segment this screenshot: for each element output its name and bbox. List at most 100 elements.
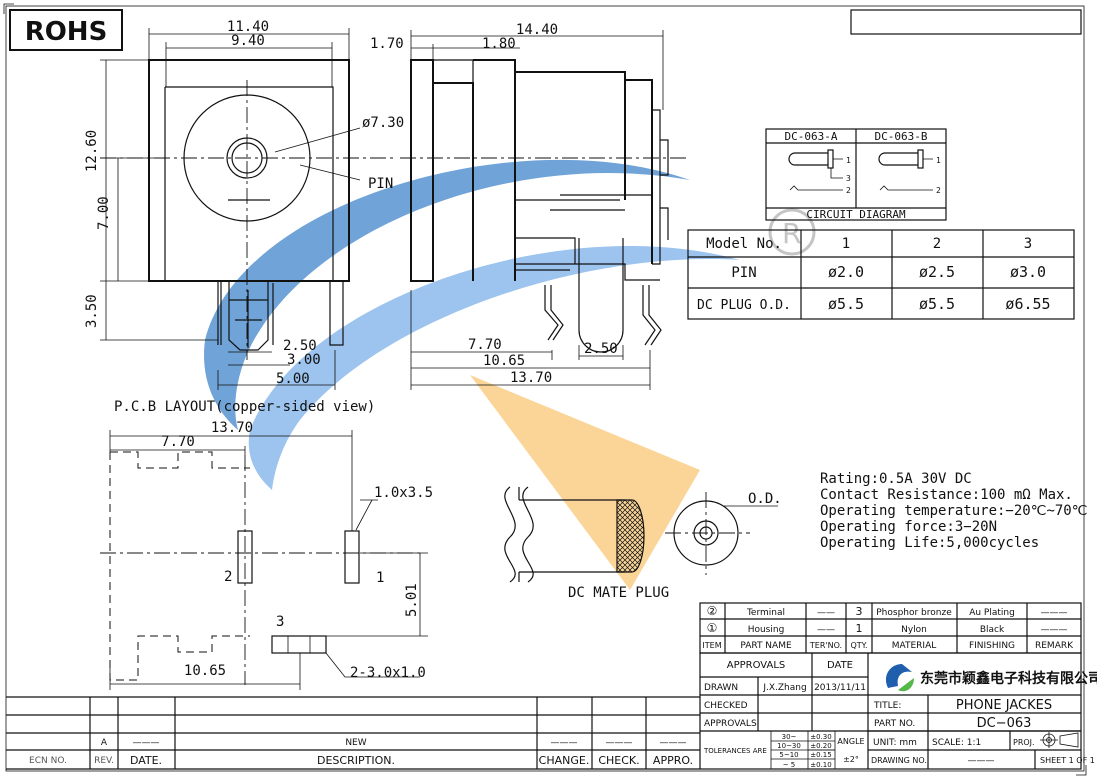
circuit-a-pin1: 1 (846, 156, 851, 165)
pcb-dim-width: 13.70 (211, 420, 253, 436)
tb-drawing-no-value: ——— (968, 756, 995, 766)
tb-drawn-by: J.X.Zhang (762, 683, 806, 693)
bom-hdr-material: MATERIAL (892, 641, 937, 651)
projection-symbol-icon (1040, 732, 1079, 748)
side-view (400, 30, 690, 390)
dim-center-height: 7.00 (96, 196, 112, 230)
bom-hdr-finishing: FINISHING (969, 641, 1015, 651)
pcb-dim-height: 5.01 (404, 583, 420, 617)
pcb-pad-1 (344, 530, 360, 584)
tb-title-value: PHONE JACKES (956, 698, 1052, 713)
spec-force: Operating force:3−20N (820, 519, 997, 535)
bom-r0-finish: Au Plating (969, 608, 1015, 618)
bom-r1-qty: 1 (856, 622, 863, 635)
tb-tol-range-3: ~ 5 (783, 761, 796, 769)
rev-hdr-appro: APPRO. (653, 754, 693, 767)
tb-approvals2: APPROVALS (704, 719, 757, 729)
bom-r0-remark: ——— (1041, 608, 1068, 618)
rohs-badge (9, 9, 123, 51)
top-right-box (850, 9, 1082, 35)
pcb-pad-1-label: 1 (376, 570, 384, 586)
model-r0-c2: ø2.5 (919, 263, 955, 281)
revision-block (6, 696, 700, 770)
model-r0-c3: ø3.0 (1010, 263, 1046, 281)
pcb-slot-size: 1.0x3.5 (374, 485, 433, 501)
dim-pin-width: 2.50 (584, 341, 618, 357)
circuit-col-b: DC-063-B (875, 130, 928, 143)
model-hdr-0: Model No. (706, 236, 782, 252)
spec-rating: Rating:0.5A 30V DC (820, 471, 972, 487)
pcb-pad-3-label: 3 (276, 614, 284, 630)
circuit-b-pin2: 2 (936, 186, 941, 195)
bom-r1-no: —— (817, 625, 835, 635)
tb-checked: CHECKED (704, 701, 748, 711)
bom-r1-idx: ① (707, 621, 718, 635)
tb-tol-value-2: ±0.15 (810, 751, 831, 759)
model-hdr-3: 3 (1024, 236, 1032, 252)
spec-temperature: Operating temperature:−20℃~70℃ (820, 503, 1087, 519)
svg-text:R: R (782, 217, 801, 250)
model-table (687, 229, 1075, 320)
model-r0-c0: PIN (731, 265, 756, 281)
rev-appro-dash: ——— (660, 738, 687, 748)
pcb-pad-2-label: 2 (224, 569, 232, 585)
bom-hdr-terno: TER'NO. (809, 641, 842, 650)
rev-hdr-date: DATE. (130, 754, 162, 767)
tb-company: 东莞市颖鑫电子科技有限公司 (920, 670, 1097, 687)
tb-date-hdr: DATE (827, 660, 853, 671)
sheet-border (5, 5, 1085, 772)
tb-part-value: DC−063 (977, 716, 1032, 731)
bom-hdr-part: PART NAME (740, 641, 792, 651)
bom-hdr-remark: REMARK (1035, 641, 1074, 651)
tb-drawn: DRAWN (704, 683, 738, 693)
pcb-layout (100, 430, 428, 690)
tb-proj: PROJ. (1013, 738, 1035, 747)
model-hdr-2: 2 (933, 236, 941, 252)
circuit-a-pin2: 2 (846, 186, 851, 195)
title-block (699, 652, 1082, 770)
pcb-dim-b: 10.65 (184, 663, 226, 679)
tb-scale: SCALE: 1:1 (932, 738, 981, 748)
circuit-b-pin1: 1 (936, 156, 941, 165)
rev-hdr-rev: REV. (94, 756, 114, 766)
spec-life: Operating Life:5,000cycles (820, 535, 1039, 551)
bom-hdr-item: ITEM (702, 641, 721, 650)
pcb-title: P.C.B LAYOUT(copper-sided view) (114, 399, 375, 415)
tb-tol-range-2: 5~10 (779, 751, 798, 759)
rev-hdr-change: CHANGE. (539, 754, 590, 767)
rev-desc-value: NEW (345, 738, 366, 748)
model-r1-c2: ø5.5 (919, 295, 955, 313)
tb-tol-range-0: 30~ (782, 733, 797, 741)
dim-diameter: ø7.30 (362, 115, 404, 131)
bom-hdr-qty: QTY. (851, 641, 868, 650)
rev-check-dash: ——— (606, 738, 633, 748)
bom-r0-no: —— (817, 608, 835, 618)
pcb-dim-a: 7.70 (161, 434, 195, 450)
front-view (100, 28, 395, 390)
dim-b: 3.00 (287, 352, 321, 368)
mate-plug-caption: DC MATE PLUG (568, 585, 669, 601)
pcb-slot-pad3: 2-3.0x1.0 (350, 665, 426, 681)
tb-drawing-no: DRAWING NO. (871, 756, 927, 765)
circuit-caption: CIRCUIT DIAGRAM (806, 208, 906, 221)
label-pin: PIN (368, 176, 393, 192)
dim-flange: 1.80 (482, 36, 516, 52)
bom-r1-remark: ——— (1041, 625, 1068, 635)
dim-a: 2.50 (283, 338, 317, 354)
bom-r0-material: Phosphor bronze (876, 608, 952, 618)
registered-mark-icon (768, 208, 816, 256)
tb-tol-range-1: 10~30 (777, 742, 801, 750)
pcb-pad-3 (271, 635, 327, 654)
rohs-label: ROHS (25, 17, 108, 47)
rev-hdr-description: DESCRIPTION. (317, 754, 395, 767)
tb-sheet: SHEET 1 OF 1 (1040, 756, 1095, 765)
dim-length: 14.40 (516, 22, 558, 38)
rev-hdr-ecn: ECN NO. (29, 756, 67, 766)
dim-front: 1.70 (370, 36, 404, 52)
tb-tol-value-0: ±0.30 (810, 733, 831, 741)
tb-approvals: APPROVALS (727, 660, 786, 671)
tb-tol-value-1: ±0.20 (810, 742, 831, 750)
dim-overall-width: 11.40 (227, 19, 269, 35)
tb-title-label: TITLE: (873, 701, 901, 711)
company-logo-icon (885, 664, 914, 692)
